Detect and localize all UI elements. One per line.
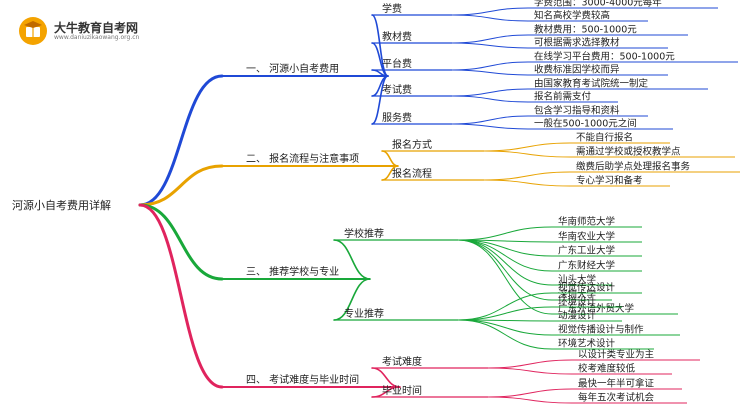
leaf-label: 广东工业大学 <box>558 245 615 257</box>
sub-label: 学费 <box>382 2 402 15</box>
leaf-label: 动漫设计 <box>558 310 597 322</box>
leaf-label: 教材费用：500-1000元 <box>534 24 637 36</box>
leaf-label: 华南师范大学 <box>558 216 615 228</box>
leaf-label: 在线学习平台费用：500-1000元 <box>534 51 675 63</box>
leaf-label: 需通过学校或授权教学点 <box>576 146 681 158</box>
leaf-connector <box>457 319 553 336</box>
leaf-label: 广东外语外贸大学 <box>558 303 634 315</box>
leaf-label: 视觉传播设计与制作 <box>558 324 644 336</box>
leaf-label: 专心学习和备考 <box>576 175 643 187</box>
leaf-label: 缴费后助学点处理报名事务 <box>576 161 691 173</box>
leaf-label: 华南农业大学 <box>558 231 615 243</box>
leaf-label: 报名前需支付 <box>534 91 592 103</box>
sub-connector <box>333 278 371 321</box>
sub-connector <box>381 150 399 167</box>
site-logo[interactable]: 大牛教育自考网 www.daniuzikaowang.org.cn <box>18 14 168 48</box>
leaf-connector <box>451 14 529 22</box>
branch-connector <box>138 74 224 207</box>
branch-label: 四、 考试难度与毕业时间 <box>246 373 359 386</box>
sub-label: 考试费 <box>382 83 412 96</box>
sub-connector <box>333 239 371 280</box>
leaf-connector <box>451 34 529 44</box>
sub-label: 教材费 <box>382 30 412 43</box>
sub-label: 服务费 <box>382 111 412 124</box>
leaf-connector <box>451 115 529 125</box>
leaf-connector <box>457 292 553 321</box>
leaf-label: 环境设计 <box>558 296 597 308</box>
branch-label: 三、 推荐学校与专业 <box>246 265 339 278</box>
graduation-book-icon <box>19 17 47 45</box>
logo-title: 大牛教育自考网 <box>54 21 139 35</box>
leaf-label: 收费标准因学校而异 <box>534 64 620 76</box>
leaf-connector <box>457 239 553 286</box>
branch-label: 一、 河源小自考费用 <box>246 62 339 75</box>
leaf-label: 汕头大学 <box>558 274 596 286</box>
leaf-connector <box>457 306 553 321</box>
leaf-connector <box>451 69 529 76</box>
leaf-connector <box>451 88 529 97</box>
root-label: 河源小自考费用详解 <box>12 198 111 212</box>
leaf-label: 环境艺术设计 <box>558 338 616 350</box>
leaf-label: 一般在500-1000元之间 <box>534 118 637 130</box>
sub-label: 学校推荐 <box>344 227 384 240</box>
sub-connector <box>371 75 389 125</box>
leaf-label: 以设计类专业为主 <box>578 349 654 361</box>
leaf-label: 可根据需求选择教材 <box>534 37 620 49</box>
leaf-connector <box>457 226 553 241</box>
leaf-label: 不能自行报名 <box>576 132 633 144</box>
leaf-connector <box>487 388 573 398</box>
leaf-label: 最快一年半可拿证 <box>578 378 655 390</box>
leaf-connector <box>451 95 529 103</box>
leaf-connector <box>451 42 529 49</box>
leaf-label: 深圳大学 <box>558 289 596 301</box>
leaf-connector <box>483 142 571 152</box>
sub-label: 专业推荐 <box>344 307 384 320</box>
leaf-connector <box>457 239 553 315</box>
leaf-connector <box>451 7 529 16</box>
leaf-connector <box>483 150 571 158</box>
leaf-connector <box>457 319 553 350</box>
sub-label: 平台费 <box>382 57 412 70</box>
leaf-label: 知名高校学费较高 <box>534 10 610 22</box>
leaf-connector <box>487 367 573 375</box>
sub-label: 报名流程 <box>392 167 432 180</box>
logo-url: www.daniuzikaowang.org.cn <box>54 34 140 41</box>
branch-connector <box>138 164 224 207</box>
sub-connector <box>371 367 401 388</box>
branch-label: 二、 报名流程与注意事项 <box>246 152 359 165</box>
branch-connector <box>138 203 224 281</box>
leaf-connector <box>451 123 529 130</box>
leaf-label: 每年五次考试机会 <box>578 392 655 404</box>
sub-label: 考试难度 <box>382 355 422 368</box>
leaf-connector <box>483 171 571 181</box>
leaf-label: 包含学习指导和资料 <box>534 105 620 117</box>
leaf-label: 校考难度较低 <box>578 363 636 375</box>
sub-label: 报名方式 <box>392 138 432 151</box>
leaf-connector <box>487 396 573 404</box>
leaf-label: 广东财经大学 <box>558 260 615 272</box>
leaf-connector <box>487 359 573 369</box>
leaf-connector <box>483 179 571 187</box>
leaf-label: 由国家教育考试院统一制定 <box>534 78 649 90</box>
leaf-label: 学费范围：3000-4000元每年 <box>534 0 662 9</box>
leaf-label: 视觉传达设计 <box>558 282 616 294</box>
branch-connector <box>138 203 224 389</box>
sub-label: 毕业时间 <box>382 384 422 397</box>
leaf-connector <box>451 61 529 71</box>
